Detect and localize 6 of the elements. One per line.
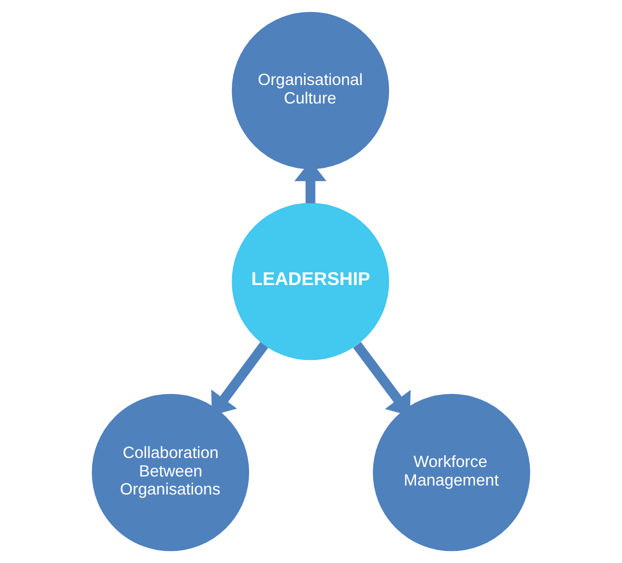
arrow — [353, 342, 411, 416]
node-circle: Workforce Management — [372, 394, 530, 552]
node-circle: Organisational Culture — [232, 12, 390, 170]
node-circle: Collaboration Between Organisations — [92, 394, 250, 552]
node-circle: LEADERSHIP — [232, 202, 390, 360]
arrow — [211, 342, 268, 416]
